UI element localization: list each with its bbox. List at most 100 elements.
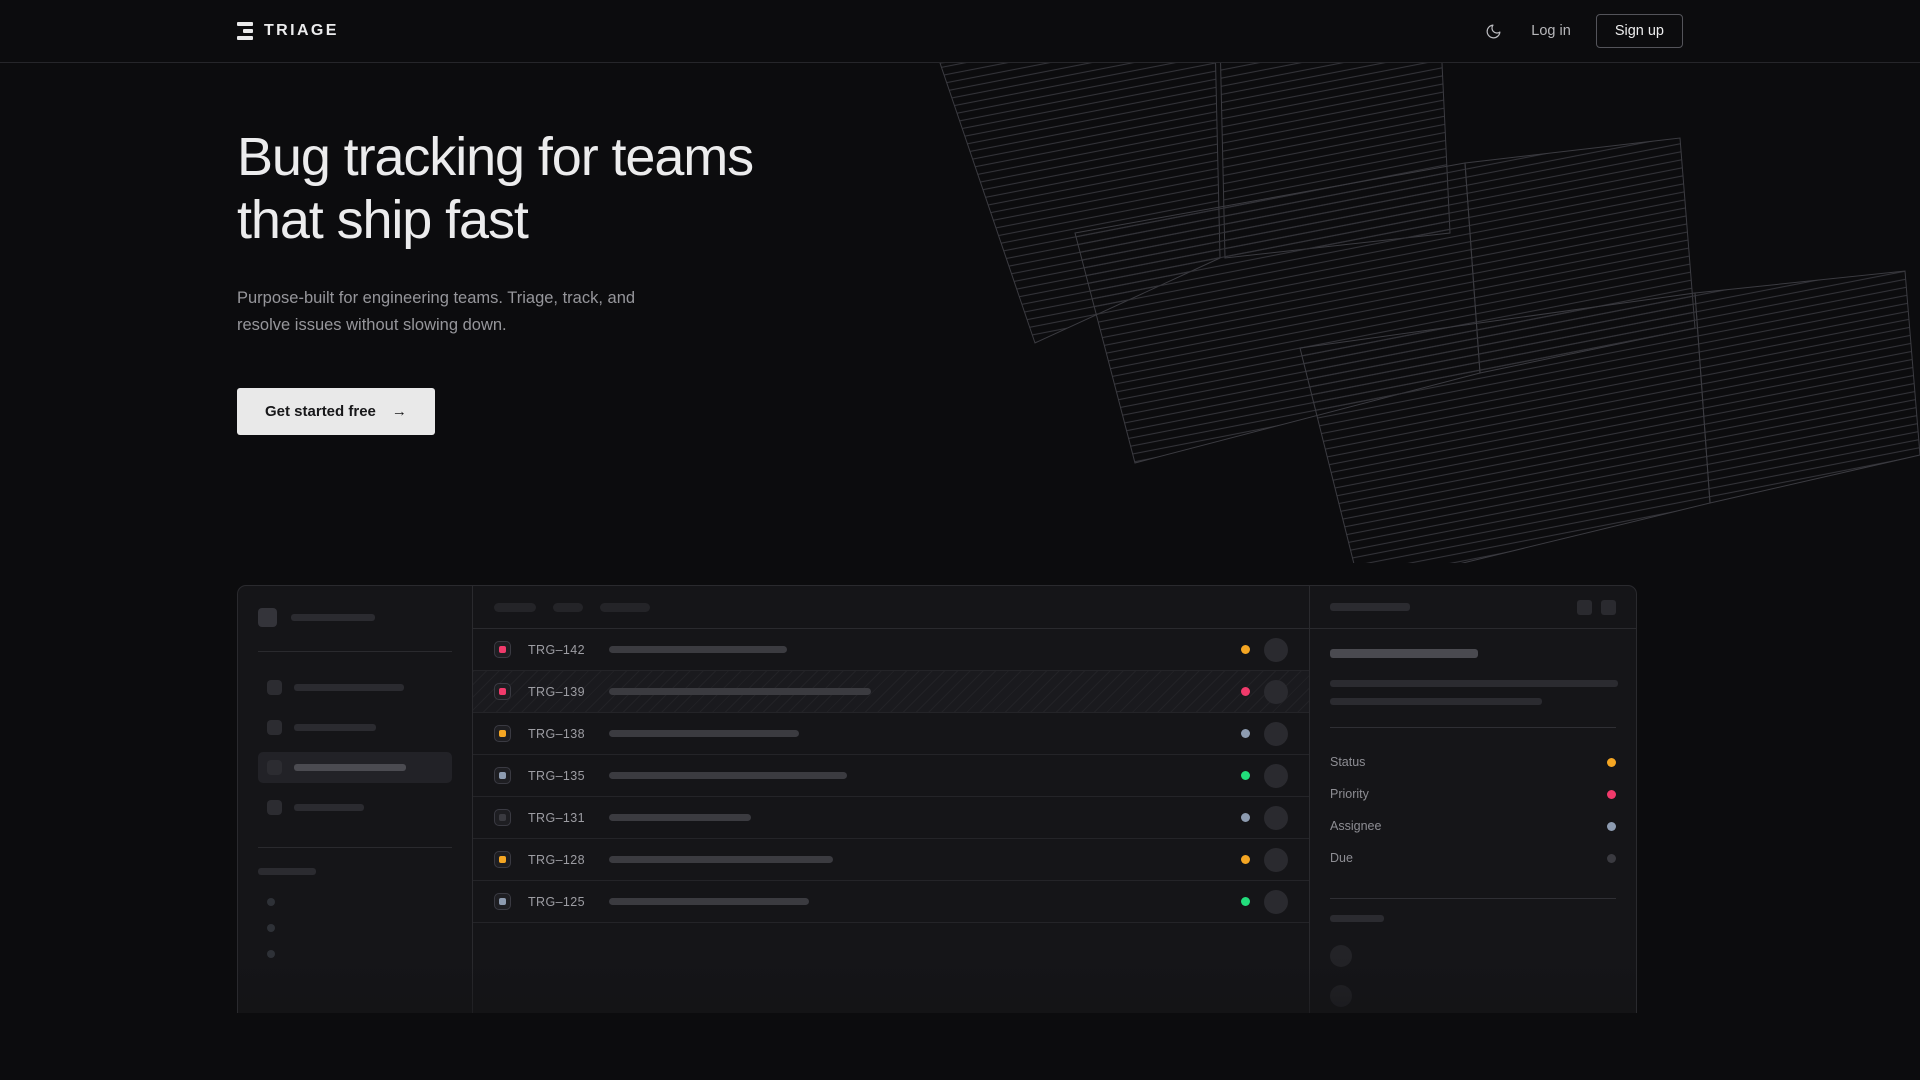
detail-header-actions — [1577, 599, 1616, 615]
app-preview-card: TRG–142 TRG–139 TRG–138 TRG–135 — [237, 585, 1637, 1013]
detail-meta-row[interactable]: Status — [1330, 746, 1616, 778]
row-tail — [1241, 679, 1288, 704]
issue-list-toolbar — [473, 586, 1309, 629]
table-row[interactable]: TRG–131 — [473, 797, 1309, 839]
status-dot-icon — [1241, 687, 1250, 696]
priority-icon — [494, 851, 511, 868]
project-dot-icon — [267, 898, 275, 906]
detail-meta-value-dot — [1607, 821, 1616, 831]
detail-meta-label: Assignee — [1330, 819, 1382, 833]
detail-body: Status Priority Assignee Due — [1310, 629, 1636, 1013]
headline-line-1: Bug tracking for teams — [237, 127, 754, 187]
hero-section: Bug tracking for teams that ship fast Pu… — [0, 63, 1920, 1013]
table-row[interactable]: TRG–135 — [473, 755, 1309, 797]
brand-logo[interactable]: TRIAGE — [237, 22, 339, 40]
app-sidebar — [238, 586, 473, 1013]
issue-title-skeleton — [609, 814, 751, 821]
detail-meta-row[interactable]: Assignee — [1330, 810, 1616, 842]
detail-meta-list: Status Priority Assignee Due — [1330, 746, 1616, 874]
issue-title-skeleton — [609, 898, 809, 905]
priority-icon — [494, 809, 511, 826]
list-toolbar-pill-2[interactable] — [553, 602, 583, 612]
decorative-hatched-panels — [939, 63, 1920, 563]
table-row[interactable]: TRG–139 — [473, 671, 1309, 713]
sidebar-item-icon — [267, 800, 282, 815]
sidebar-item-1[interactable] — [258, 672, 452, 703]
row-tail — [1241, 721, 1288, 746]
status-dot-icon — [1241, 855, 1250, 864]
sidebar-subitem-3[interactable] — [261, 941, 452, 967]
row-tail — [1241, 847, 1288, 872]
project-dot-icon — [267, 924, 275, 932]
priority-icon — [494, 767, 511, 784]
issue-title-skeleton — [609, 688, 871, 695]
table-row[interactable]: TRG–125 — [473, 881, 1309, 923]
sidebar-item-label — [294, 764, 406, 771]
hero-subheading: Purpose-built for engineering teams. Tri… — [237, 285, 707, 338]
sidebar-item-4[interactable] — [258, 792, 452, 823]
sidebar-subitem-1[interactable] — [261, 889, 452, 915]
hero-copy: Bug tracking for teams that ship fast Pu… — [237, 126, 997, 435]
issue-list: TRG–142 TRG–139 TRG–138 TRG–135 — [473, 629, 1309, 923]
status-dot-icon — [1241, 771, 1250, 780]
detail-meta-row[interactable]: Due — [1330, 842, 1616, 874]
avatar — [1264, 679, 1288, 704]
sidebar-subitem-2[interactable] — [261, 915, 452, 941]
list-toolbar-pill-1[interactable] — [494, 602, 536, 612]
get-started-button[interactable]: Get started free → — [237, 387, 435, 435]
issue-id: TRG–138 — [528, 726, 585, 741]
issue-title-skeleton — [609, 730, 799, 737]
issue-id: TRG–128 — [528, 852, 585, 867]
row-tail — [1241, 889, 1288, 914]
arrow-right-icon: → — [391, 402, 407, 420]
workspace-switcher[interactable] — [258, 608, 452, 627]
issue-id: TRG–142 — [528, 642, 585, 657]
table-row[interactable]: TRG–128 — [473, 839, 1309, 881]
detail-desc-line-2 — [1330, 698, 1542, 705]
priority-icon — [494, 725, 511, 742]
detail-breadcrumb-skeleton — [1330, 603, 1410, 611]
sidebar-section-label-skeleton — [258, 868, 316, 875]
signup-button[interactable]: Sign up — [1595, 14, 1683, 48]
status-dot-icon — [1241, 813, 1250, 822]
sidebar-divider-bottom — [258, 847, 452, 848]
priority-icon — [494, 893, 511, 910]
issue-title-skeleton — [609, 772, 847, 779]
table-row[interactable]: TRG–142 — [473, 629, 1309, 671]
workspace-name-skeleton — [291, 614, 375, 621]
detail-meta-value-dot — [1607, 789, 1616, 799]
top-navigation-bar: TRIAGE Log in Sign up — [0, 0, 1920, 63]
moon-icon[interactable] — [1480, 18, 1506, 44]
activity-label-skeleton — [1330, 915, 1384, 922]
issue-title-skeleton — [609, 856, 833, 863]
subhead-line-1: Purpose-built for engineering teams. Tri… — [237, 289, 636, 308]
sidebar-item-icon — [267, 680, 282, 695]
comment-list — [1330, 936, 1616, 1013]
issue-detail-panel: Status Priority Assignee Due — [1310, 586, 1636, 1013]
detail-divider — [1330, 727, 1616, 728]
list-item — [1330, 936, 1616, 976]
issue-id: TRG–131 — [528, 810, 585, 825]
login-link[interactable]: Log in — [1531, 23, 1571, 39]
sidebar-item-3[interactable] — [258, 752, 452, 783]
list-item — [1330, 976, 1616, 1013]
sidebar-item-2[interactable] — [258, 712, 452, 743]
sidebar-divider-top — [258, 651, 452, 652]
sidebar-item-icon — [267, 720, 282, 735]
expand-button[interactable] — [1577, 599, 1592, 615]
avatar — [1264, 637, 1288, 662]
cta-label: Get started free — [265, 402, 376, 420]
more-button[interactable] — [1601, 599, 1616, 615]
brand-name: TRIAGE — [264, 22, 339, 39]
detail-meta-row[interactable]: Priority — [1330, 778, 1616, 810]
sidebar-item-icon — [267, 760, 282, 775]
priority-icon — [494, 683, 511, 700]
detail-meta-value-dot — [1607, 757, 1616, 767]
page-title: Bug tracking for teams that ship fast — [237, 126, 997, 251]
table-row[interactable]: TRG–138 — [473, 713, 1309, 755]
list-toolbar-pill-3[interactable] — [600, 602, 650, 612]
sidebar-item-label — [294, 684, 404, 691]
issue-id: TRG–125 — [528, 894, 585, 909]
status-dot-icon — [1241, 645, 1250, 654]
detail-desc-line-1 — [1330, 680, 1618, 687]
